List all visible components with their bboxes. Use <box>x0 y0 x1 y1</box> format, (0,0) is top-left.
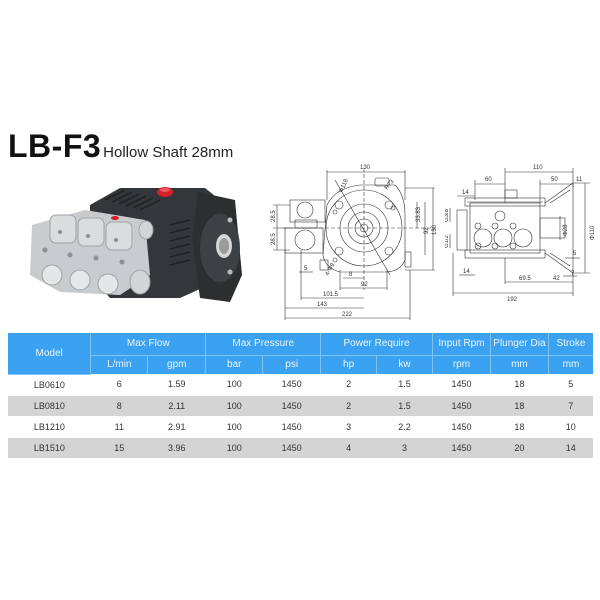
cell-model: LB1510 <box>8 437 91 458</box>
front-view-drawing: 130 Φ118 R73 28.5 28.5 33.83 92 130 5 4-… <box>265 160 445 325</box>
svg-text:42: 42 <box>553 276 560 282</box>
svg-text:130: 130 <box>360 165 371 171</box>
unit-psi: psi <box>262 355 322 374</box>
cell-plunger: 18 <box>514 421 525 432</box>
table-row: LB1210 11 2.91 100 1450 3 2.2 1450 18 10 <box>8 416 593 437</box>
svg-text:G3/8: G3/8 <box>445 208 450 222</box>
pump-photo <box>30 180 245 305</box>
unit-hp: hp <box>320 355 378 374</box>
table-row: LB0610 6 1.59 100 1450 2 1.5 1450 18 5 <box>8 374 593 395</box>
col-max-flow: Max Flow <box>90 333 207 356</box>
cell-kw: 1.5 <box>398 379 411 390</box>
cell-rpm: 1450 <box>451 421 472 432</box>
svg-text:Φ110: Φ110 <box>590 225 596 240</box>
header-row-groups: Model Max Flow Max Pressure Power Requir… <box>8 333 593 375</box>
cell-stroke: 5 <box>568 379 574 390</box>
svg-text:143: 143 <box>317 302 328 308</box>
svg-text:5: 5 <box>304 266 308 272</box>
cell-rpm: 1450 <box>432 395 491 416</box>
cell-plunger: 20 <box>490 437 549 458</box>
cell-plunger: 18 <box>490 395 549 416</box>
svg-text:28.5: 28.5 <box>271 233 277 245</box>
cell-gpm: 3.96 <box>147 437 206 458</box>
col-power-require: Power Require <box>320 333 433 356</box>
svg-text:92: 92 <box>361 282 368 288</box>
unit-bar: bar <box>205 355 264 374</box>
cell-bar: 100 <box>226 379 242 390</box>
cell-bar: 100 <box>205 437 263 458</box>
svg-text:G1/2: G1/2 <box>445 234 450 248</box>
svg-text:110: 110 <box>533 165 543 171</box>
cell-psi: 1450 <box>281 379 302 390</box>
unit-gpm: gpm <box>147 355 207 374</box>
svg-text:5: 5 <box>573 251 577 257</box>
unit-lmin: L/min <box>90 355 149 374</box>
cell-lmin: 8 <box>90 395 148 416</box>
cell-lmin: 6 <box>116 379 122 390</box>
cell-rpm: 1450 <box>432 437 491 458</box>
unit-plunger-mm: mm <box>490 355 549 374</box>
cell-gpm: 2.91 <box>167 421 186 432</box>
col-max-pressure: Max Pressure <box>205 333 322 356</box>
cell-model: LB1210 <box>33 421 65 432</box>
cell-model: LB0810 <box>8 395 91 416</box>
cell-hp: 3 <box>346 421 352 432</box>
cell-kw: 2.2 <box>398 421 411 432</box>
cell-stroke: 14 <box>548 437 593 458</box>
col-stroke: Stroke <box>548 333 593 356</box>
cell-gpm: 2.11 <box>147 395 206 416</box>
svg-text:7: 7 <box>571 271 575 277</box>
svg-text:28.5: 28.5 <box>271 210 277 222</box>
spec-table: Model Max Flow Max Pressure Power Requir… <box>8 333 593 459</box>
svg-text:8: 8 <box>349 272 353 278</box>
svg-text:14: 14 <box>463 269 470 275</box>
svg-text:192: 192 <box>507 297 518 303</box>
model-name: LB-F3 <box>8 128 102 164</box>
cell-psi: 1450 <box>262 437 321 458</box>
table-row: LB0810 8 2.11 100 1450 2 1.5 1450 18 7 <box>8 395 593 416</box>
model-subtitle: Hollow Shaft 28mm <box>103 144 234 161</box>
cell-gpm: 1.59 <box>167 379 186 390</box>
cell-psi: 1450 <box>262 395 321 416</box>
svg-text:60: 60 <box>485 177 492 183</box>
svg-text:Φ28: Φ28 <box>563 224 569 236</box>
svg-text:50: 50 <box>551 177 558 183</box>
col-input-rpm: Input Rpm <box>432 333 491 356</box>
col-model: Model <box>8 333 92 375</box>
svg-text:Φ118: Φ118 <box>338 178 350 194</box>
unit-rpm: rpm <box>432 355 491 374</box>
cell-stroke: 7 <box>548 395 593 416</box>
cell-bar: 100 <box>205 395 263 416</box>
cell-psi: 1450 <box>281 421 302 432</box>
cell-hp: 4 <box>320 437 377 458</box>
cell-stroke: 10 <box>565 421 576 432</box>
svg-text:69.5: 69.5 <box>519 276 531 282</box>
table-row: LB1510 15 3.96 100 1450 4 3 1450 20 14 <box>8 437 593 458</box>
cell-model: LB0610 <box>33 379 65 390</box>
svg-text:14: 14 <box>462 190 469 196</box>
cell-rpm: 1450 <box>451 379 472 390</box>
svg-text:92: 92 <box>424 227 430 234</box>
cell-bar: 100 <box>226 421 242 432</box>
cell-hp: 2 <box>346 379 352 390</box>
svg-text:222: 222 <box>342 312 353 318</box>
header-row-units: L/min gpm bar psi hp kw rpm mm mm <box>8 355 593 374</box>
cell-kw: 3 <box>376 437 433 458</box>
col-plunger-dia: Plunger Dia <box>490 333 549 356</box>
cell-lmin: 11 <box>114 421 124 432</box>
cell-lmin: 15 <box>90 437 148 458</box>
svg-text:101.5: 101.5 <box>323 292 339 298</box>
unit-stroke-mm: mm <box>548 355 593 374</box>
svg-text:11: 11 <box>576 177 583 183</box>
unit-kw: kw <box>376 355 433 374</box>
cell-hp: 2 <box>320 395 377 416</box>
cell-plunger: 18 <box>514 379 525 390</box>
svg-text:130: 130 <box>432 224 438 235</box>
side-view-drawing: 110 60 50 11 14 G3/8 G1/2 Φ28 Φ110 5 14 … <box>444 158 600 303</box>
svg-text:33.83: 33.83 <box>416 206 422 222</box>
cell-kw: 1.5 <box>376 395 433 416</box>
